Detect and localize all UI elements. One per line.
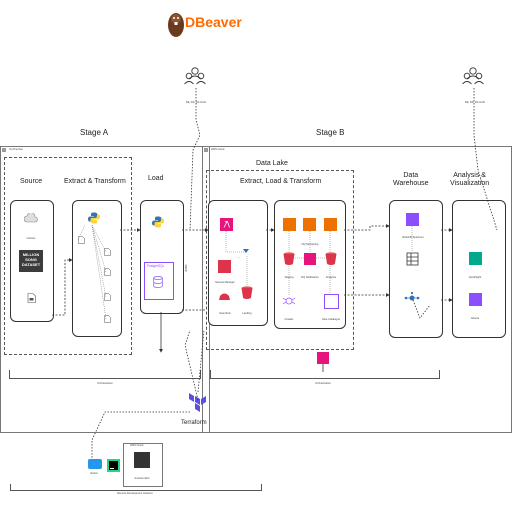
crawler-label: Crawler	[284, 318, 294, 321]
analytics-label: Analytics	[325, 276, 337, 279]
sns-tile	[304, 253, 316, 265]
landing-label: Landing	[242, 312, 252, 315]
quicksight-label: QuickSight	[468, 276, 482, 279]
load-title: Load	[148, 175, 164, 182]
file-icon	[104, 315, 111, 323]
beaver-icon	[167, 8, 185, 38]
postgres-label: PostgreSQL	[147, 264, 165, 268]
python-icon	[88, 212, 100, 224]
internet-label: Internet	[26, 237, 36, 240]
aws-cloud-2-container	[123, 443, 163, 487]
network-icon	[404, 292, 420, 304]
redshift-spectrum-tile	[406, 213, 419, 226]
file-icon	[104, 248, 111, 256]
orchestration-bracket-left	[9, 370, 201, 379]
data-lake-title: Data Lake	[256, 160, 288, 167]
dataset-logo-text: MILLION SONG DATASET	[21, 252, 41, 267]
dq-monitoring-label: DQ Monitoring	[301, 243, 319, 246]
staging-label: Staging	[284, 276, 294, 279]
s3-bucket-icon	[241, 286, 253, 299]
elt-title: Extract, Load & Transform	[240, 178, 322, 185]
on-premise-label: On-Premise	[9, 148, 23, 151]
postgres-box	[144, 262, 174, 300]
orchestration-left-label: Orchestration	[97, 382, 113, 385]
aws-cloud-2-label: AWS Cloud	[130, 444, 144, 447]
on-premise-corner-icon	[2, 148, 6, 152]
aws-cloud-corner-icon	[204, 148, 208, 152]
source-title: Source	[20, 178, 43, 185]
python-icon	[152, 216, 164, 228]
data-lake-box	[206, 170, 354, 350]
s3-bucket-icon	[325, 252, 337, 265]
extract-transform-box	[72, 200, 122, 337]
athena-label: Athena	[470, 317, 480, 320]
analysis-box	[452, 200, 506, 338]
analysis-title: Analysis & Visualization	[450, 172, 490, 187]
lambda-small-label: —	[238, 256, 241, 259]
glue-catalogue-tile	[324, 294, 339, 309]
docker-label: docker	[90, 472, 98, 475]
stage-a-title: Stage A	[80, 128, 109, 137]
terraform-icon	[188, 392, 208, 414]
users-icon	[462, 66, 484, 88]
docker-icon	[88, 459, 102, 469]
users-right-caption: DE, DS, DA & ML	[464, 101, 486, 104]
file-icon	[27, 293, 36, 303]
amazon-ec2-label: Amazon EC2	[134, 477, 150, 480]
arrow-icon	[243, 248, 249, 254]
remote-dev-bracket	[10, 484, 262, 491]
dbeaver-logo: DBeaver	[165, 6, 242, 42]
users-icon	[184, 66, 206, 88]
lambda-tile	[220, 218, 233, 231]
dq-notification-label: DQ Notification	[301, 276, 319, 279]
glue-role-icon	[218, 292, 231, 301]
terraform-label: Terraform	[181, 420, 207, 426]
lambda-icon	[223, 221, 230, 228]
pycharm-icon	[107, 459, 120, 472]
dbeaver-logo-text: DBeaver	[185, 14, 242, 30]
s3-bucket-icon	[283, 252, 295, 265]
lambda-tile	[283, 218, 296, 231]
stage-b-title: Stage B	[316, 128, 345, 137]
orchestration-right-label: Orchestration	[315, 382, 331, 385]
database-icon	[153, 276, 163, 288]
glue-role-label: Glue Role	[219, 312, 231, 315]
athena-tile	[469, 293, 482, 306]
ec2-tile	[134, 452, 150, 468]
file-icon	[104, 293, 111, 301]
aws-cloud-label: AWS Cloud	[211, 148, 225, 151]
data-warehouse-title: Data Warehouse	[393, 172, 429, 187]
table-icon	[406, 252, 419, 266]
quicksight-tile	[469, 252, 482, 265]
extract-transform-title: Extract & Transform	[64, 178, 126, 185]
file-icon	[78, 236, 85, 244]
cloud-icon	[24, 213, 38, 223]
remote-dev-label: Remote Development Instance	[117, 492, 153, 495]
stage-a-dashed-box	[4, 157, 132, 355]
step-functions-tile	[317, 352, 329, 364]
secrets-manager-label: Secrets Manager	[215, 281, 235, 284]
file-icon	[104, 268, 111, 276]
lambda-tile	[324, 218, 337, 231]
crawler-icon	[283, 296, 295, 306]
redshift-spectrum-label: Redshift Spectrum	[402, 236, 424, 239]
dataset-logo: MILLION SONG DATASET	[19, 250, 43, 272]
glue-catalogue-label: Glue Catalogue	[321, 318, 341, 321]
secrets-manager-tile	[218, 260, 231, 273]
orchestration-bracket-right	[210, 370, 440, 379]
users-left-caption: DE, DS, DA & ML	[185, 101, 207, 104]
glue-job-tile	[303, 218, 316, 231]
